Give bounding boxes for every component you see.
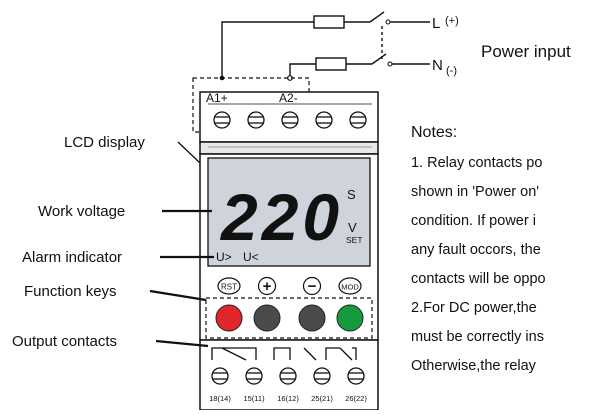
work-voltage-callout: Work voltage — [38, 203, 125, 220]
screw-terminal — [245, 367, 263, 385]
screw-terminal — [281, 111, 299, 129]
screw-terminal — [349, 111, 367, 129]
power-wiring — [221, 11, 430, 78]
pin-label: 15(11) — [243, 394, 265, 403]
top-terminals — [213, 111, 367, 129]
lcd-unit-set: SET — [346, 235, 363, 245]
pin-label: 16(12) — [277, 394, 299, 403]
screw-terminal — [211, 367, 229, 385]
output-leader-line — [155, 339, 209, 348]
screw-terminal — [279, 367, 297, 385]
note-line: Otherwise,the relay — [411, 358, 536, 374]
terminal-a2-label: A2- — [279, 91, 298, 105]
screw-terminal — [313, 367, 331, 385]
note-line: 1. Relay contacts po — [411, 155, 543, 171]
pin-label: 18(14) — [209, 394, 231, 403]
plus-icon: + — [263, 278, 272, 295]
lcd-voltage-digits: 220 — [219, 180, 343, 254]
terminal-n — [387, 61, 393, 67]
note-line: must be correctly ins — [411, 329, 544, 345]
minus-key[interactable] — [298, 304, 326, 332]
alarm-high-label: U> — [216, 250, 232, 264]
note-line: shown in 'Power on' — [411, 184, 540, 200]
terminal-a1-label: A1+ — [206, 91, 228, 105]
rst-key[interactable] — [215, 304, 243, 332]
output-contact-symbols — [211, 347, 357, 361]
lcd-leader-line — [177, 141, 201, 164]
key-labels: RST + − MOD — [217, 276, 362, 296]
l-label: L — [432, 15, 440, 32]
note-line: 2.For DC power,the — [411, 300, 537, 316]
keys-leader-line — [149, 289, 207, 302]
note-line: any fault occors, the — [411, 242, 541, 258]
rst-label-badge — [217, 277, 241, 295]
notes-title: Notes: — [411, 124, 458, 141]
minus-icon: − — [308, 278, 317, 295]
screw-terminal — [347, 367, 365, 385]
lcd-unit-s: S — [347, 187, 356, 202]
plus-label-badge — [257, 276, 277, 296]
alarm-indicator-callout: Alarm indicator — [22, 249, 122, 266]
pin-label: 26(22) — [345, 394, 367, 403]
power-input-label: Power input — [481, 42, 571, 61]
lcd-display-callout: LCD display — [64, 134, 145, 151]
bottom-terminals — [211, 367, 365, 385]
terminal-l — [385, 19, 391, 25]
n-label: N — [432, 57, 443, 74]
minus-label-badge — [302, 276, 322, 296]
function-keys-box — [205, 297, 373, 339]
plus-key[interactable] — [253, 304, 281, 332]
mod-key[interactable] — [336, 304, 364, 332]
screw-terminal — [247, 111, 265, 129]
rst-label: RST — [221, 283, 237, 292]
note-line: condition. If power i — [411, 213, 536, 229]
l-sign: (+) — [445, 15, 459, 27]
mod-label-badge — [338, 277, 362, 295]
screw-terminal — [213, 111, 231, 129]
note-line: contacts will be oppo — [411, 271, 546, 287]
lcd-display — [207, 157, 371, 267]
n-sign: (-) — [446, 65, 457, 77]
function-keys-callout: Function keys — [24, 283, 117, 300]
lcd-unit-v: V — [348, 220, 357, 235]
mod-label: MOD — [341, 283, 359, 292]
screw-terminal — [315, 111, 333, 129]
output-contacts-callout: Output contacts — [12, 333, 117, 350]
pin-label: 25(21) — [311, 394, 333, 403]
alarm-low-label: U< — [243, 250, 259, 264]
